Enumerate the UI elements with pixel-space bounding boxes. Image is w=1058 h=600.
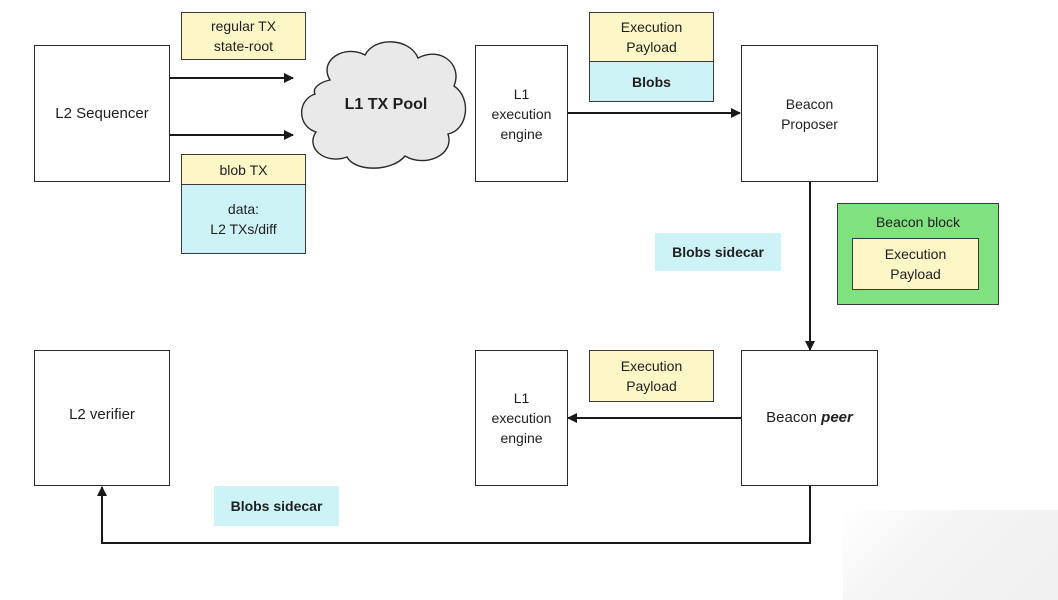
l2-sequencer-box: L2 Sequencer [34,45,170,182]
execution-payload-bottom-label: Execution Payload [620,358,683,394]
beacon-block-payload: Execution Payload [852,238,979,290]
beacon-peer-box: Beacon peer [741,350,878,486]
blob-tx-label: blob TX [219,161,268,178]
beacon-block-title: Beacon block [875,214,961,230]
blobs-sidecar-bottom: Blobs sidecar [214,486,339,526]
beacon-proposer-box: Beacon Proposer [741,45,878,182]
l1-tx-pool-cloud [301,41,467,169]
beacon-peer-emphasis: peer [821,409,853,426]
blobs-top: Blobs [589,61,714,102]
regular-tx-label: regular TX state-root [210,18,277,54]
blob-tx-data: data: L2 TXs/diff [181,184,306,254]
execution-payload-bottom: Execution Payload [589,350,714,402]
l2-verifier-box: L2 verifier [34,350,170,486]
blobs-top-label: Blobs [632,73,671,90]
blobs-sidecar-middle-label: Blobs sidecar [672,244,764,260]
l1-tx-pool-label: L1 TX Pool [344,96,428,113]
beacon-peer-prefix: Beacon [766,409,822,426]
beacon-proposer-label: Beacon Proposer [781,95,838,132]
l2-sequencer-label: L2 Sequencer [55,104,149,122]
l2-verifier-label: L2 verifier [69,406,135,423]
l1-execution-engine-bottom-label: L1 execution engine [491,390,552,446]
blobs-sidecar-middle: Blobs sidecar [655,233,781,271]
execution-payload-top: Execution Payload [589,12,714,62]
l1-execution-engine-bottom: L1 execution engine [475,350,568,486]
regular-tx-note: regular TX state-root [181,12,306,60]
l1-execution-engine-top-label: L1 execution engine [491,85,552,142]
beacon-block-payload-label: Execution Payload [884,246,947,282]
corner-watermark-blur [843,510,1058,600]
peer-to-verifier-arrow [97,486,811,544]
blobs-sidecar-bottom-label: Blobs sidecar [230,498,323,514]
execution-payload-top-label: Execution Payload [620,19,683,55]
beacon-peer-label: Beacon peer [766,408,853,428]
blob-tx-data-label: data: L2 TXs/diff [210,201,277,237]
blob-tx-header: blob TX [181,154,306,185]
l1-execution-engine-top: L1 execution engine [475,45,568,182]
